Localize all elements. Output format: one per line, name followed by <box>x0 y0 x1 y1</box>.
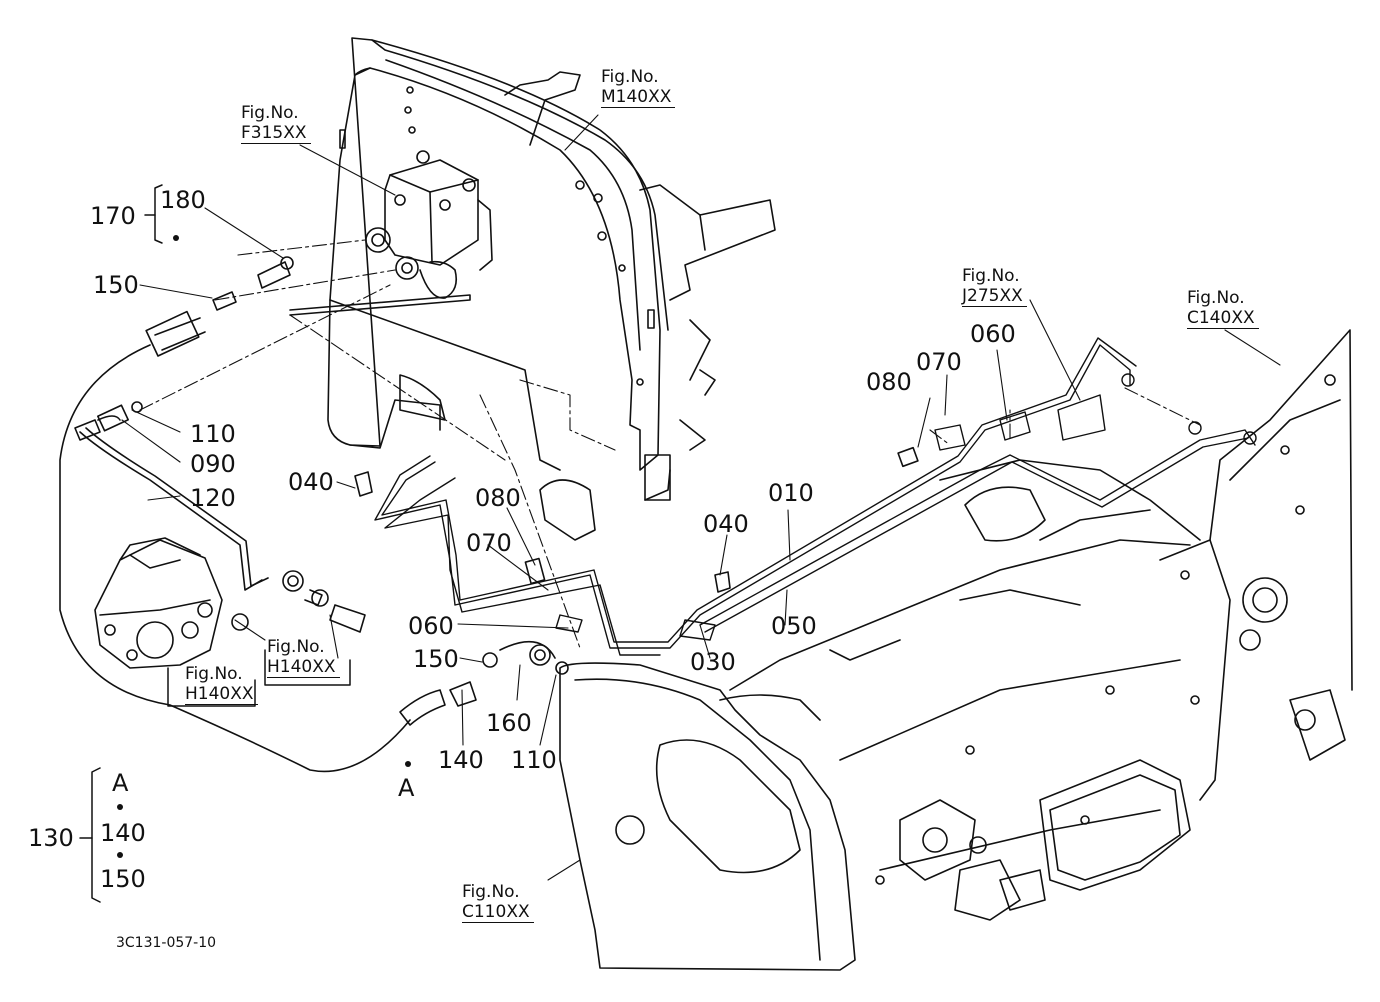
steering-motor <box>94 537 223 669</box>
part-label-050: 050 <box>771 612 817 640</box>
fig-ref-h140-left[interactable]: Fig.No. H140XX <box>185 664 258 705</box>
part-label-060-right: 060 <box>970 320 1016 348</box>
part-label-110-lower: 110 <box>511 746 557 774</box>
fig-ref-prefix: Fig.No. <box>962 266 1020 286</box>
leader-lines <box>121 114 1281 881</box>
fig-ref-prefix: Fig.No. <box>267 637 325 657</box>
part-label-030: 030 <box>690 648 736 676</box>
fig-ref-f315[interactable]: Fig.No. F315XX <box>241 103 311 144</box>
fig-ref-j275[interactable]: Fig.No. J275XX <box>962 266 1027 307</box>
part-label-180: 180 <box>160 186 206 214</box>
valve-block <box>365 150 493 299</box>
part-label-090: 090 <box>190 450 236 478</box>
fig-ref-code: C140XX <box>1187 308 1259 329</box>
hoses <box>59 256 569 773</box>
part-label-160: 160 <box>486 709 532 737</box>
fig-ref-code: H140XX <box>185 684 258 705</box>
part-label-040-right: 040 <box>703 510 749 538</box>
part-label-110: 110 <box>190 420 236 448</box>
control-panel <box>289 37 776 501</box>
part-label-080-right: 080 <box>866 368 912 396</box>
part-label-010: 010 <box>768 479 814 507</box>
part-label-070-right: 070 <box>916 348 962 376</box>
kit-item-140: 140 <box>100 819 146 847</box>
fig-ref-prefix: Fig.No. <box>185 664 243 684</box>
part-label-070: 070 <box>466 529 512 557</box>
fig-ref-c140[interactable]: Fig.No. C140XX <box>1187 288 1259 329</box>
brackets <box>79 184 351 903</box>
part-label-120: 120 <box>190 484 236 512</box>
transmission-housing <box>559 329 1353 971</box>
part-label-140: 140 <box>438 746 484 774</box>
kit-number-130: 130 <box>28 824 74 852</box>
connection-point-a: A <box>398 774 415 802</box>
fig-ref-code: F315XX <box>241 123 311 144</box>
group-marker-dot <box>173 235 179 241</box>
part-label-060: 060 <box>408 612 454 640</box>
fig-ref-code: M140XX <box>601 87 676 108</box>
fig-ref-h140-right[interactable]: Fig.No. H140XX <box>267 637 340 678</box>
part-label-080: 080 <box>475 484 521 512</box>
fig-ref-m140[interactable]: Fig.No. M140XX <box>601 67 676 108</box>
fig-ref-prefix: Fig.No. <box>1187 288 1245 308</box>
fig-ref-c110[interactable]: Fig.No. C110XX <box>462 882 534 923</box>
kit-item-150: 150 <box>100 865 146 893</box>
kit-separator-dot <box>117 852 123 858</box>
fig-ref-prefix: Fig.No. <box>601 67 659 87</box>
group-marker-dot <box>405 761 411 767</box>
fig-ref-code: J275XX <box>962 286 1027 307</box>
part-label-150: 150 <box>93 271 139 299</box>
kit-item-a: A <box>112 769 129 797</box>
part-label-150-lower: 150 <box>413 645 459 673</box>
fig-ref-code: H140XX <box>267 657 340 678</box>
kit-separator-dot <box>117 804 123 810</box>
fig-ref-code: C110XX <box>462 902 534 923</box>
diagram-code: 3C131-057-10 <box>116 935 217 951</box>
hardware <box>354 446 919 593</box>
fig-ref-prefix: Fig.No. <box>241 103 299 123</box>
part-label-170: 170 <box>90 202 136 230</box>
part-label-040: 040 <box>288 468 334 496</box>
fig-ref-prefix: Fig.No. <box>462 882 520 902</box>
